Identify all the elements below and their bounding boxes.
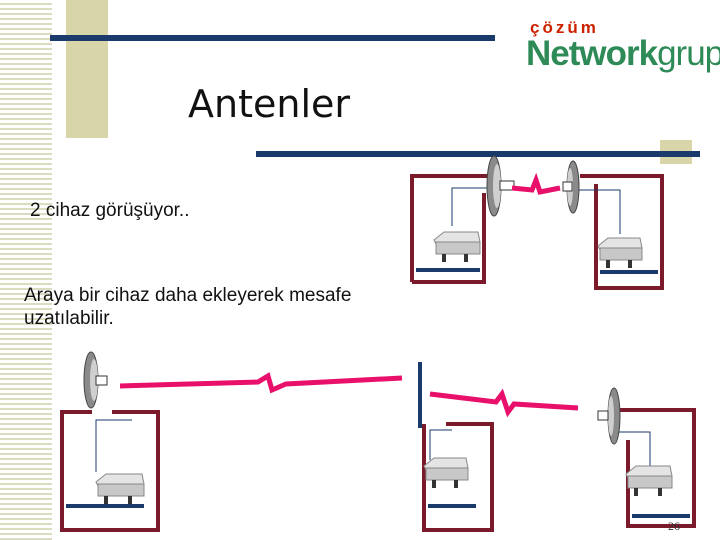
left-stripe-decoration <box>0 0 52 540</box>
device-group-top-left <box>410 174 494 284</box>
access-point-icon <box>433 231 481 262</box>
access-point-icon <box>423 457 469 488</box>
logo-top-text: çözüm <box>530 18 599 37</box>
logo: Networkgrup <box>526 34 720 74</box>
slide-title: Antenler <box>188 82 351 126</box>
access-point-icon <box>625 465 673 496</box>
access-point-icon <box>597 237 643 268</box>
logo-suffix-text: grup <box>657 34 720 73</box>
wireless-link-icon <box>429 388 579 418</box>
dish-antenna-icon <box>83 351 108 409</box>
dish-antenna-icon <box>597 387 621 445</box>
slide-text-line1: 2 cihaz görüşüyor.. <box>30 200 190 221</box>
logo-main-text: Network <box>526 34 658 73</box>
dish-antenna-icon <box>486 155 515 217</box>
device-group-bottom-middle <box>418 362 494 532</box>
page-number: 26 <box>668 519 680 533</box>
olive-block-decoration <box>66 0 108 138</box>
device-group-bottom-right <box>610 408 696 528</box>
dish-antenna-icon <box>562 160 580 214</box>
device-group-top-right <box>572 174 664 290</box>
wireless-link-icon <box>119 372 403 394</box>
device-group-bottom-left <box>60 410 160 532</box>
slide-text-line2: Araya bir cihaz daha ekleyerek mesafe uz… <box>24 285 352 329</box>
access-point-icon <box>95 473 145 504</box>
wireless-link-icon <box>511 172 561 195</box>
